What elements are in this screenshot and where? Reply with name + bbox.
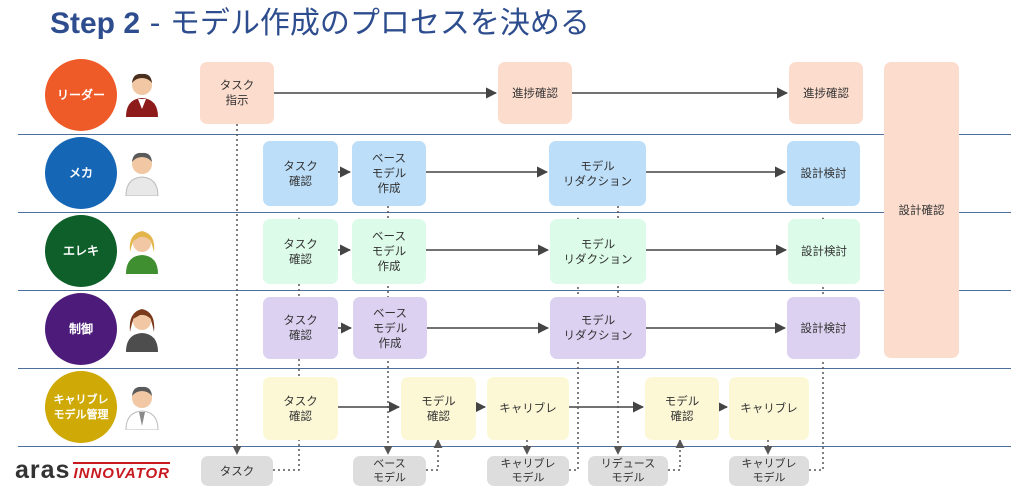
artifact-calibration-model-2: キャリブレ モデル — [729, 456, 809, 486]
box-progress-check-2: 進捗確認 — [789, 62, 863, 124]
lane-divider — [18, 446, 1011, 447]
box-ctrl-task-confirm: タスク 確認 — [263, 297, 338, 359]
avatar-ctrl-icon — [126, 309, 158, 352]
box-cal-model-check-2: モデル 確認 — [645, 377, 719, 440]
box-progress-check-1: 進捗確認 — [498, 62, 572, 124]
box-mech-design-study: 設計検討 — [787, 141, 860, 206]
lane-divider — [18, 212, 1011, 213]
title-text: - モデル作成のプロセスを決める — [140, 6, 590, 41]
box-task-instruction: タスク 指示 — [200, 62, 274, 124]
logo-product: INNOVATOR — [73, 462, 170, 482]
role-leader: リーダー — [45, 59, 117, 131]
box-cal-model-check-1: モデル 確認 — [401, 377, 476, 440]
title-step: Step 2 — [50, 7, 141, 40]
avatar-mech-icon — [125, 152, 159, 196]
box-elec-task-confirm: タスク 確認 — [263, 219, 338, 284]
box-mech-base-model: ベース モデル 作成 — [352, 141, 426, 206]
artifact-base-model: ベース モデル — [353, 456, 426, 486]
box-mech-task-confirm: タスク 確認 — [263, 141, 338, 206]
role-ctrl: 制御 — [45, 293, 117, 365]
box-ctrl-reduction: モデル リダクション — [550, 297, 646, 359]
box-elec-design-study: 設計検討 — [788, 219, 860, 284]
page-title: Step 2 - モデル作成のプロセスを決める — [50, 4, 590, 44]
box-elec-base-model: ベース モデル 作成 — [352, 219, 426, 284]
lane-divider — [18, 368, 1011, 369]
artifact-reduced-model: リデュース モデル — [588, 456, 668, 486]
avatar-calibration-icon — [125, 386, 159, 430]
lane-divider — [18, 290, 1011, 291]
role-elec: エレキ — [45, 215, 117, 287]
artifact-calibration-model-1: キャリブレ モデル — [487, 456, 569, 486]
role-calibration: キャリブレ モデル管理 — [45, 371, 117, 443]
artifact-task: タスク — [201, 456, 273, 486]
lane-divider — [18, 134, 1011, 135]
box-cal-task-confirm: タスク 確認 — [263, 377, 338, 440]
box-design-review: 設計確認 — [884, 62, 959, 358]
box-ctrl-base-model: ベース モデル 作成 — [353, 297, 427, 359]
box-cal-calibration-1: キャリブレ — [487, 377, 569, 440]
avatar-elec-icon — [126, 231, 158, 274]
role-mech: メカ — [45, 137, 117, 209]
logo-brand: aras — [15, 456, 71, 484]
box-cal-calibration-2: キャリブレ — [729, 377, 809, 440]
box-mech-reduction: モデル リダクション — [549, 141, 646, 206]
box-elec-reduction: モデル リダクション — [550, 219, 646, 284]
avatar-leader-icon — [126, 73, 158, 117]
box-ctrl-design-study: 設計検討 — [787, 297, 860, 359]
